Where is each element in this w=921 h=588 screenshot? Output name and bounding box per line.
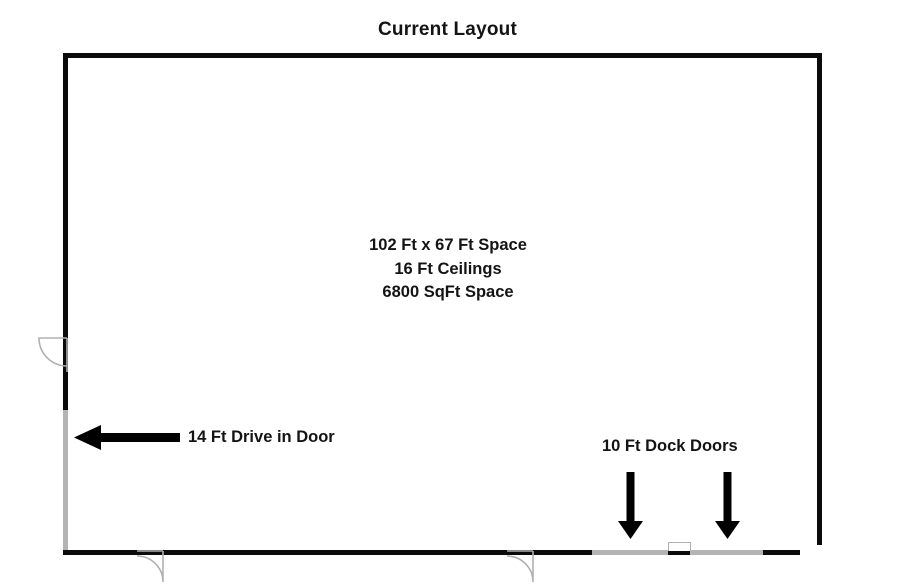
dock-door-opening-left: [592, 550, 668, 555]
right-wall: [817, 53, 822, 545]
space-area-line: 6800 SqFt Space: [382, 283, 514, 301]
dock-pier-notch: [668, 542, 691, 551]
dock-door-arrow-left: [618, 472, 643, 539]
left-wall-upper: [63, 53, 68, 410]
dock-door-arrow-right: [715, 472, 740, 539]
space-spec-block: 102 Ft x 67 Ft Space 16 Ft Ceilings 6800…: [263, 234, 633, 305]
bottom-wall-dock-pier: [668, 550, 690, 555]
space-dimensions-line: 102 Ft x 67 Ft Space: [369, 236, 527, 254]
bottom-wall-swing-door-1: [136, 550, 167, 585]
page-title: Current Layout: [378, 19, 517, 40]
drive-in-door-label: 14 Ft Drive in Door: [188, 428, 335, 446]
dock-doors-label: 10 Ft Dock Doors: [602, 437, 738, 455]
space-ceilings-line: 16 Ft Ceilings: [394, 259, 502, 278]
dock-door-opening-right: [690, 550, 763, 555]
left-wall-swing-door: [38, 337, 72, 374]
bottom-wall-swing-door-2: [506, 550, 537, 585]
bottom-wall-left-segment: [63, 550, 592, 555]
top-wall: [63, 53, 822, 58]
drive-in-door-opening: [63, 410, 68, 555]
drive-in-door-arrow: [74, 424, 180, 451]
bottom-wall-right-segment: [763, 550, 800, 555]
